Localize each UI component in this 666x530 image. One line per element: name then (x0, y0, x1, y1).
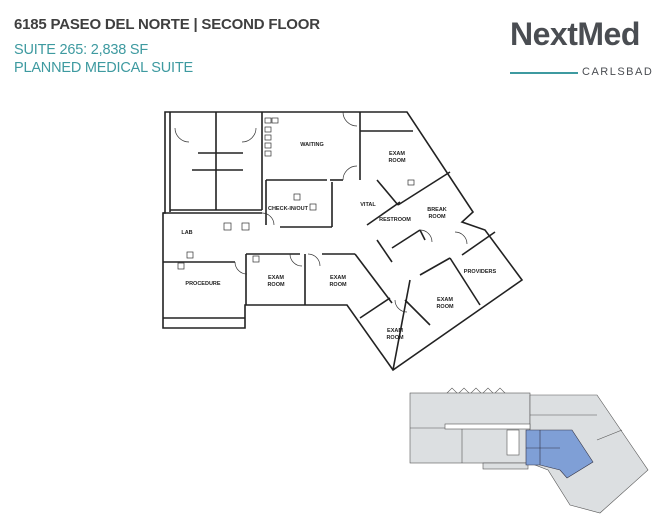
room-label-exam: EXAM (268, 275, 284, 281)
room-label-exam: EXAM (387, 328, 403, 334)
room-label-exam-2: ROOM (388, 158, 406, 164)
room-label-waiting: WAITING (300, 142, 324, 148)
room-label-exam-2: ROOM (386, 335, 404, 341)
room-label-restroom: RESTROOM (379, 217, 411, 223)
room-label-exam-2: ROOM (329, 282, 347, 288)
logo-location: CARLSBAD (582, 66, 654, 78)
room-label-break: BREAK (427, 207, 447, 213)
room-label-exam: EXAM (389, 151, 405, 157)
room-label-lab: LAB (181, 230, 192, 236)
suite-size: SUITE 265: 2,838 SF (14, 42, 149, 58)
page-title: 6185 PASEO DEL NORTE | SECOND FLOOR (14, 16, 320, 33)
room-label-break-2: ROOM (428, 214, 446, 220)
key-plan (409, 387, 649, 514)
logo-divider (510, 72, 578, 74)
furniture (177, 117, 415, 270)
door-swings (174, 111, 468, 313)
suite-description: PLANNED MEDICAL SUITE (14, 60, 193, 76)
room-label-exam: EXAM (437, 297, 453, 303)
room-label-procedure: PROCEDURE (185, 281, 220, 287)
room-label-exam-2: ROOM (436, 304, 454, 310)
suite-265-highlight (525, 429, 594, 479)
room-label-exam-2: ROOM (267, 282, 285, 288)
room-labels: WAITING EXAM ROOM CHECK-IN/OUT VITAL BRE… (181, 142, 496, 341)
suite-walls (162, 111, 524, 372)
room-label-vital: VITAL (360, 202, 376, 208)
room-label-exam: EXAM (330, 275, 346, 281)
room-label-checkin: CHECK-IN/OUT (268, 206, 309, 212)
room-label-providers: PROVIDERS (464, 269, 497, 275)
nextmed-logo: NextMed CARLSBAD (510, 16, 654, 78)
logo-name: NextMed (510, 16, 640, 52)
